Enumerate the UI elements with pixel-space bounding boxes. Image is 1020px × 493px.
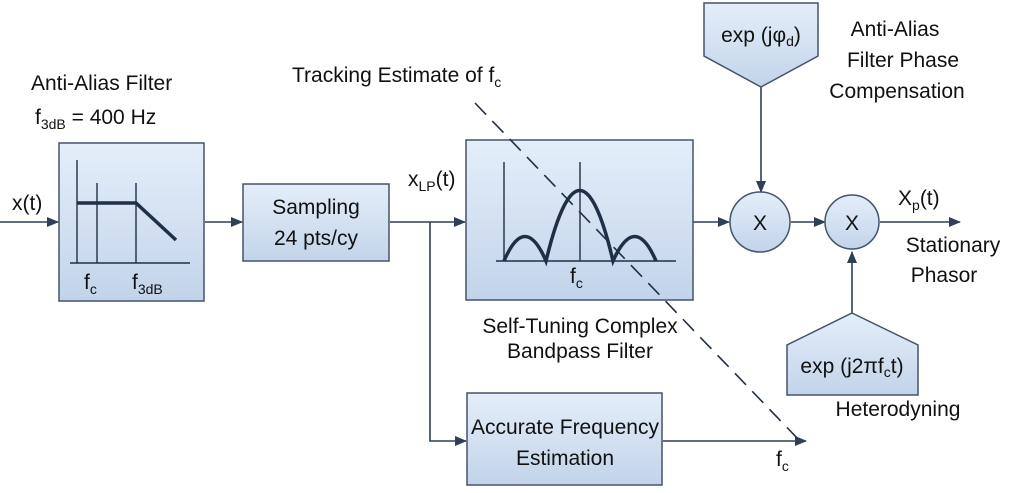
tracking-estimate-line	[474, 102, 801, 442]
svg-text:exp (jφd): exp (jφd)	[721, 24, 801, 49]
xp-signal-label: Xp(t)	[898, 187, 940, 213]
signal-lines	[0, 87, 961, 446]
filter-response-curve	[77, 201, 178, 242]
heterodyning-block: exp (j2πfct)	[786, 312, 919, 396]
phase-comp-label-2: Filter Phase	[847, 49, 959, 72]
svg-text:X: X	[753, 212, 767, 235]
bandpass-label-line2: Bandpass Filter	[507, 340, 653, 363]
svg-text:fc: fc	[84, 271, 97, 297]
svg-text:exp (j2πfct): exp (j2πfct)	[800, 355, 903, 380]
heterodyning-label: Heterodyning	[836, 398, 961, 421]
svg-text:Accurate Frequency: Accurate Frequency	[471, 416, 659, 439]
bandpass-response-curve	[502, 189, 658, 267]
tracking-estimate-label: Tracking Estimate of fc	[292, 64, 501, 90]
svg-text:X: X	[845, 212, 859, 235]
svg-text:Sampling: Sampling	[272, 196, 360, 219]
phase-comp-label-3: Compensation	[829, 80, 964, 103]
output-label-phasor: Phasor	[911, 264, 978, 287]
branch-to-frequency-estimation	[429, 222, 467, 446]
bandpass-filter-block: fc	[465, 139, 694, 301]
frequency-output-label: fc	[776, 448, 789, 474]
multiplier-1: X	[729, 191, 791, 253]
multiplier-2: X	[824, 194, 880, 250]
phase-compensation-block: exp (jφd)	[703, 2, 819, 88]
bandpass-label-line1: Self-Tuning Complex	[482, 315, 678, 338]
anti-alias-filter-block: fc f3dB	[58, 142, 205, 302]
svg-text:Estimation: Estimation	[516, 447, 614, 470]
xlp-signal-label: xLP(t)	[408, 168, 455, 194]
sampling-block: Sampling 24 pts/cy	[242, 183, 390, 262]
input-signal-label: x(t)	[12, 192, 42, 215]
phase-comp-label-1: Anti-Alias	[851, 18, 940, 41]
frequency-estimation-block: Accurate Frequency Estimation	[466, 392, 663, 486]
svg-text:fc: fc	[570, 265, 583, 291]
svg-text:f3dB: f3dB	[132, 271, 163, 297]
anti-alias-spec: f3dB = 400 Hz	[35, 106, 156, 132]
anti-alias-title: Anti-Alias Filter	[31, 72, 172, 95]
output-label-stationary: Stationary	[906, 234, 1001, 257]
svg-text:24 pts/cy: 24 pts/cy	[274, 227, 359, 250]
